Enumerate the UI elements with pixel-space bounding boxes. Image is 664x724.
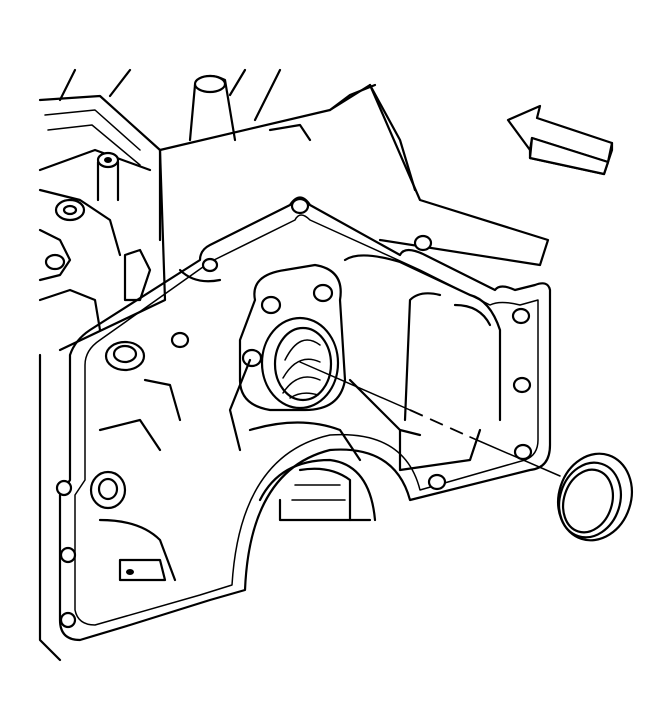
seal-ring-icon — [557, 452, 633, 542]
rear-flange — [58, 196, 552, 642]
cylinder-head-left — [38, 68, 162, 332]
leader-line — [299, 361, 561, 477]
lower-left-details — [89, 340, 182, 582]
crankshaft-opening — [258, 458, 377, 522]
block-outline — [38, 83, 550, 662]
dipstick-tube — [188, 68, 282, 142]
block-cavity — [123, 248, 502, 472]
camshaft-bore-boss — [238, 263, 347, 412]
direction-arrow-icon — [506, 104, 614, 176]
flange-bolt-holes — [55, 197, 533, 629]
